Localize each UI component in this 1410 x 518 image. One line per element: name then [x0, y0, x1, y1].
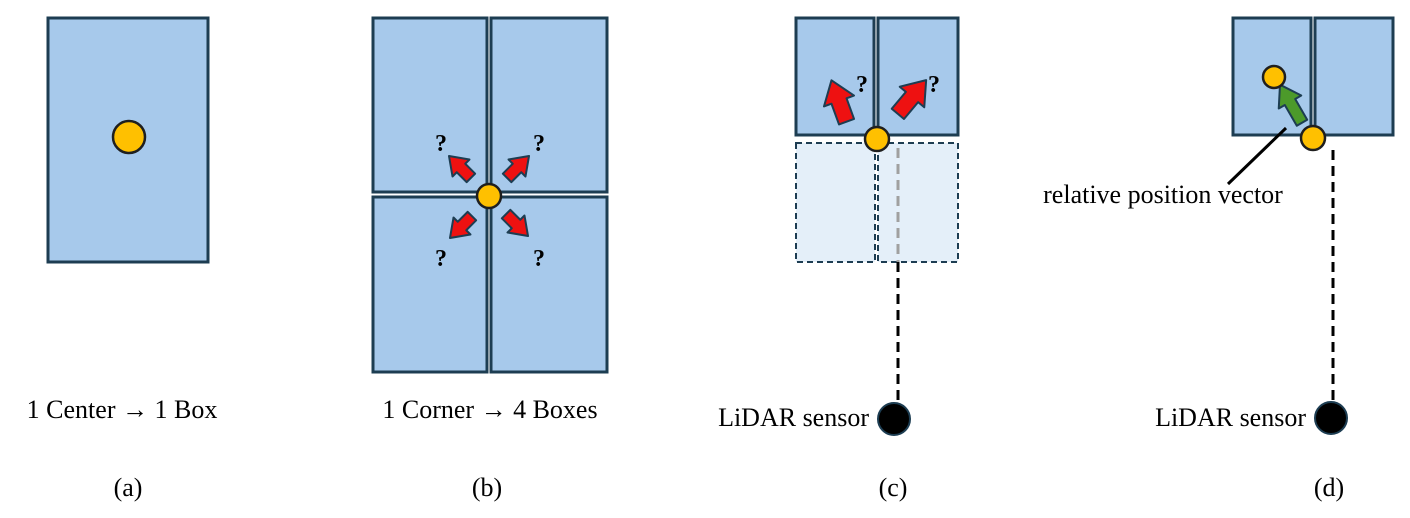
panel-b-caption: 1 Corner → 4 Boxes: [382, 395, 597, 424]
bounding-box-right: [1313, 16, 1395, 137]
panel-d: relative position vector LiDAR sensor (d…: [1043, 16, 1395, 502]
panel-a: 1 Center → 1 Box (a): [27, 16, 218, 502]
center-point-icon: [1261, 64, 1287, 90]
question-mark: ?: [435, 131, 447, 157]
bounding-box-top-right: [489, 16, 609, 194]
lidar-sensor-label: LiDAR sensor: [1155, 403, 1306, 432]
panel-c: ? ? LiDAR sensor (c): [718, 16, 960, 502]
panel-b-label: (b): [472, 473, 502, 502]
question-mark: ?: [928, 72, 940, 98]
bounding-box-top-left: [371, 16, 489, 194]
lidar-sensor-label: LiDAR sensor: [718, 403, 869, 432]
panel-d-label: (d): [1314, 473, 1344, 502]
panel-b: ? ? ? ? 1 Corner → 4 Boxes (b): [371, 16, 609, 502]
lidar-sensor-icon: [877, 402, 911, 436]
occluded-box-bottom-right: [877, 142, 959, 263]
question-mark: ?: [533, 131, 545, 157]
occluded-box-bottom-left: [795, 142, 876, 263]
question-mark: ?: [533, 246, 545, 272]
lidar-sensor-icon: [1314, 401, 1348, 435]
panel-a-label: (a): [114, 473, 143, 502]
relative-position-vector-arrow-icon: [1277, 83, 1309, 127]
center-point-icon: [111, 119, 147, 155]
corner-point-icon: [1299, 124, 1327, 152]
panel-a-caption: 1 Center → 1 Box: [27, 395, 218, 424]
question-mark: ?: [435, 246, 447, 272]
relative-position-vector-label: relative position vector: [1043, 180, 1283, 209]
bounding-box-top-right: [876, 16, 960, 137]
annotation-leader-line: [1226, 126, 1288, 186]
corner-point-icon: [863, 125, 891, 153]
corner-point-icon: [475, 182, 503, 210]
panel-c-label: (c): [879, 473, 908, 502]
question-mark: ?: [856, 72, 868, 98]
